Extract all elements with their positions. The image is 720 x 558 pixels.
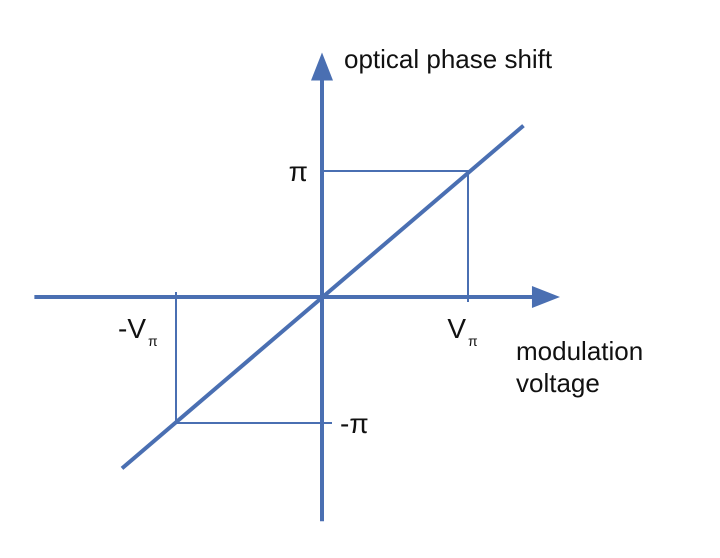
- x-tick-sublabel-0: π: [148, 333, 158, 349]
- series-line-0: [120, 124, 525, 470]
- x-tick-label-0: -V: [118, 313, 146, 344]
- x-tick-sublabel-1: π: [468, 333, 478, 349]
- y-tick-label-1: -π: [340, 408, 369, 439]
- y-axis-arrow: [311, 52, 333, 81]
- x-axis-arrow: [531, 286, 560, 308]
- x-axis-label-line-1: voltage: [516, 368, 600, 398]
- axes: [34, 52, 560, 522]
- x-axis-label-line-0: modulation: [516, 336, 643, 366]
- x-tick-label-1: V: [447, 313, 466, 344]
- y-axis-label: optical phase shift: [344, 44, 553, 74]
- y-tick-label-0: π: [289, 156, 308, 187]
- data-series: [120, 124, 525, 470]
